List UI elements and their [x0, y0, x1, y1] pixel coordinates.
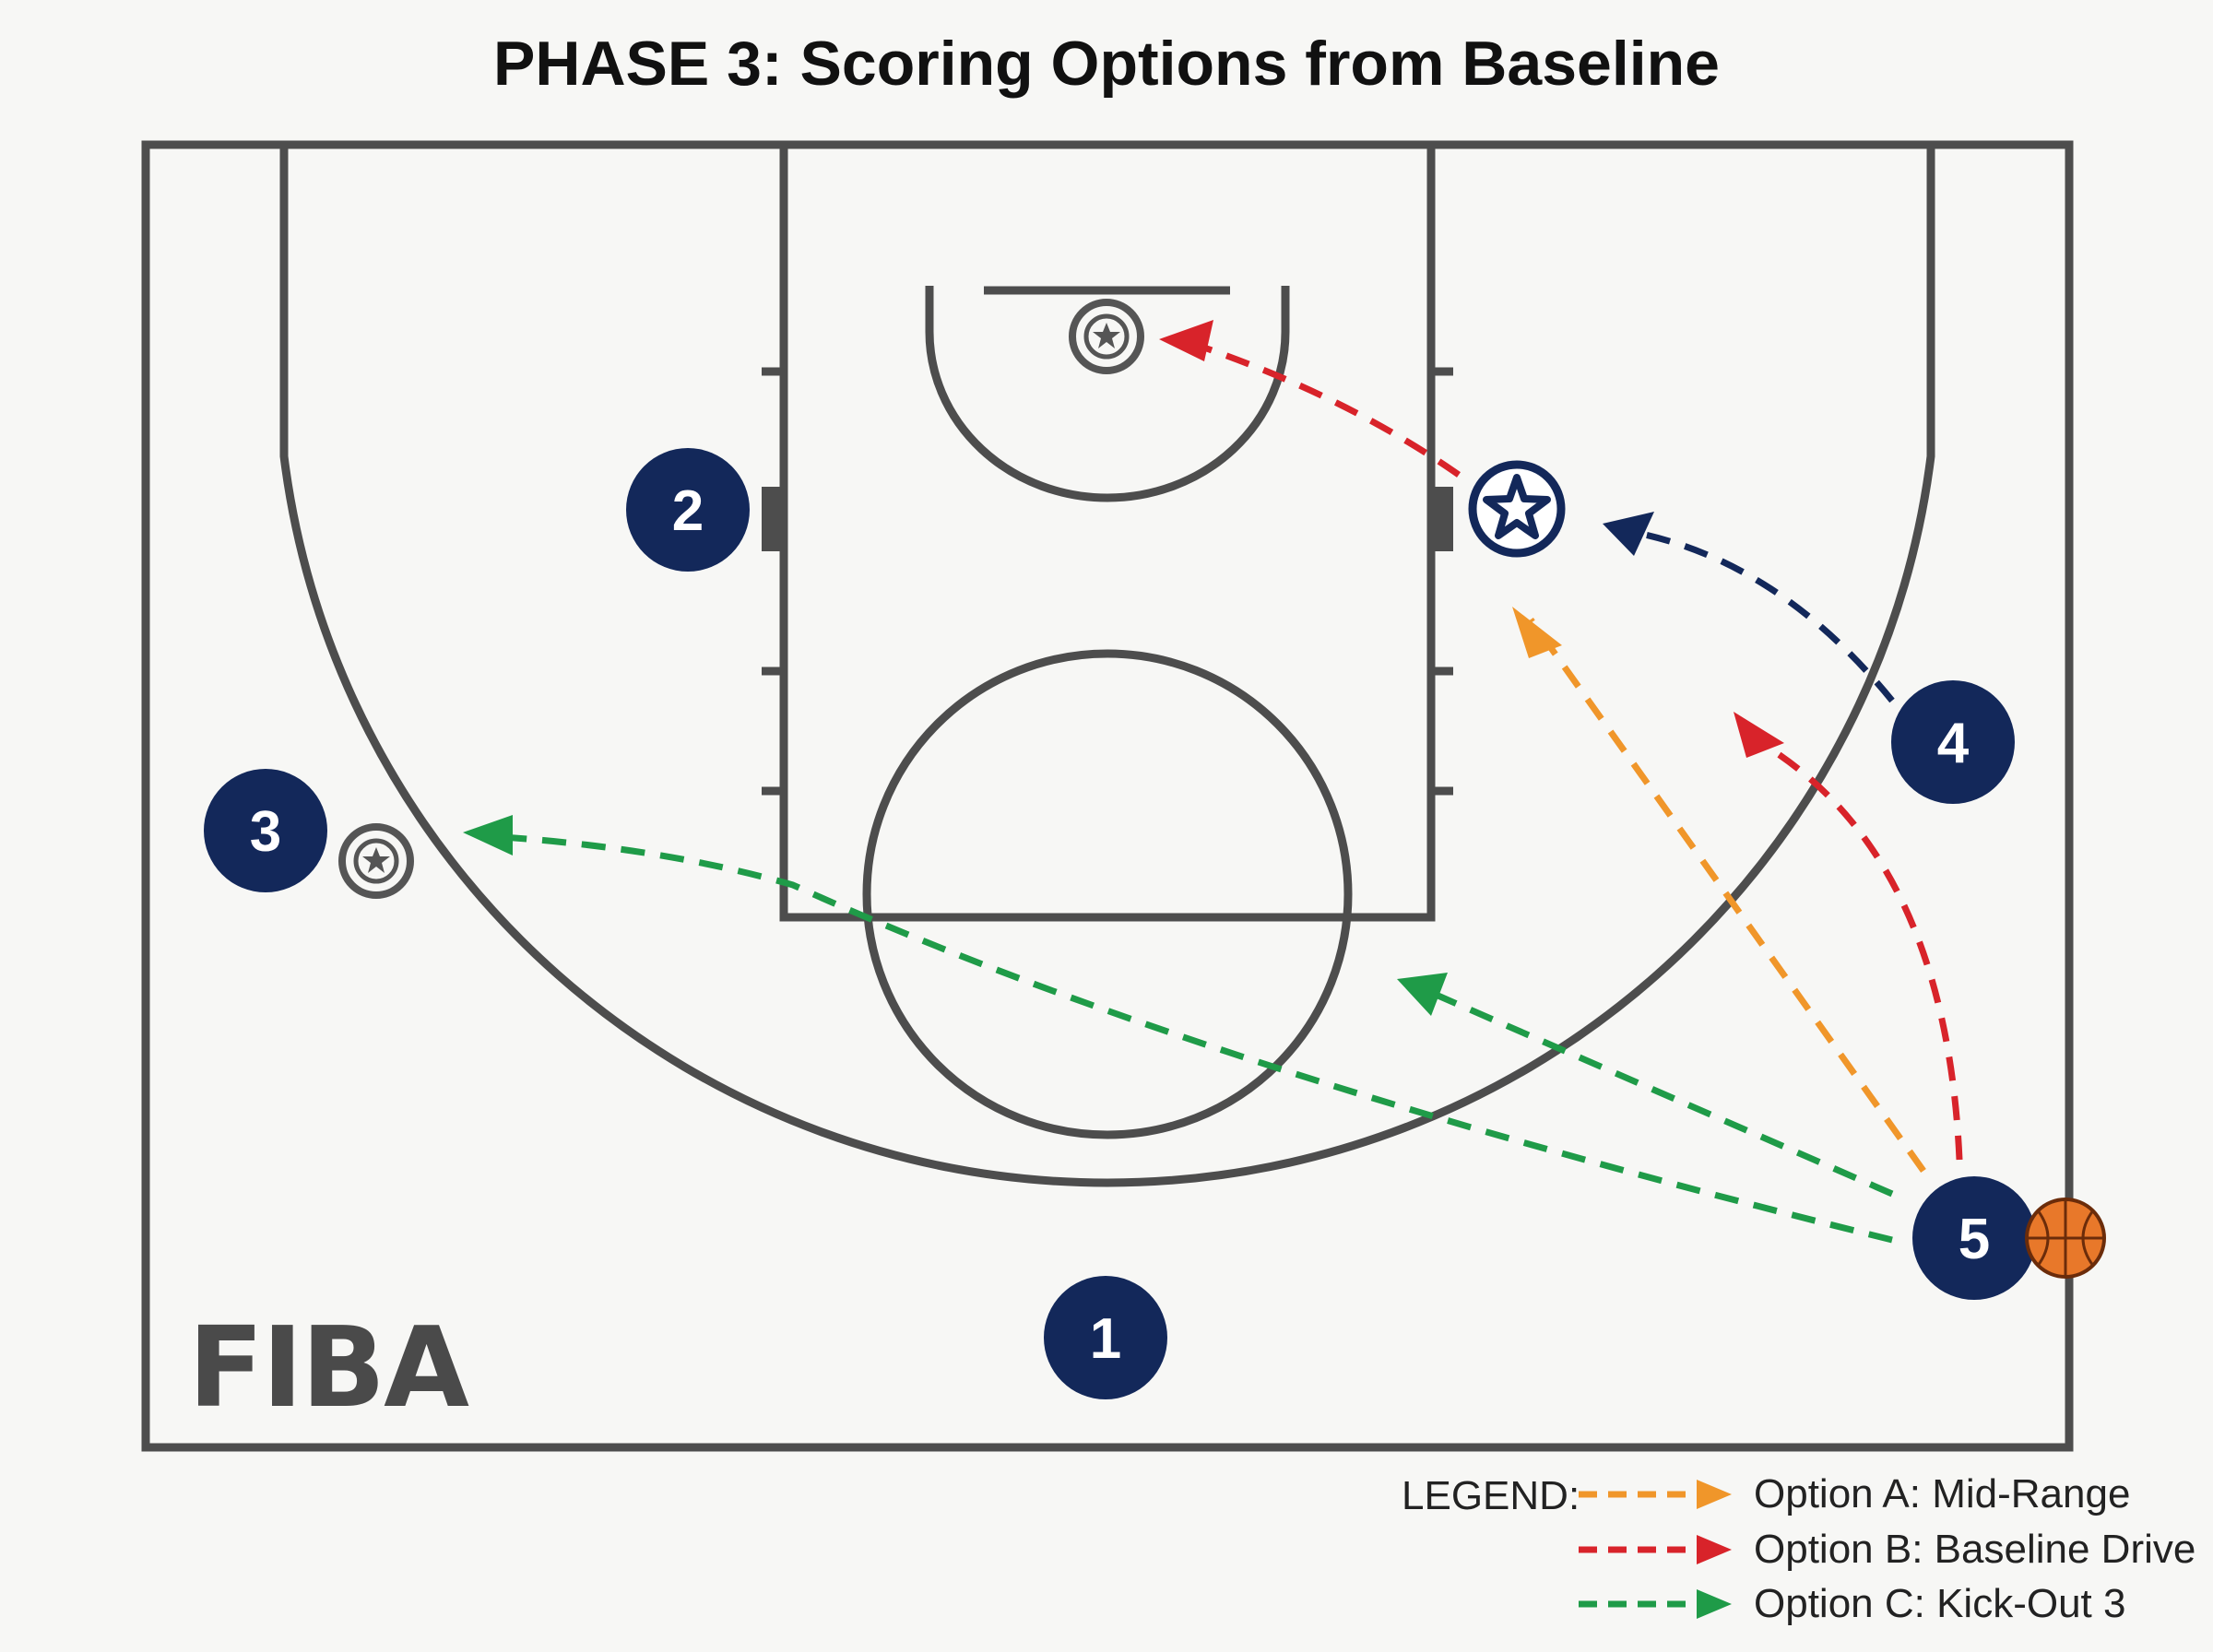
- arrow-icon: [1603, 512, 1654, 556]
- free-throw-circle: [862, 649, 1353, 1139]
- block-mark-right: [1431, 487, 1453, 551]
- three-point-line: [279, 145, 1935, 1187]
- arrow-icon: [1512, 607, 1562, 658]
- fiba-logo: FIBA: [188, 1304, 469, 1433]
- option-a-path: [1528, 617, 1926, 1174]
- player-4-cut-path: [1636, 529, 1895, 703]
- player-5-label: 5: [1959, 1208, 1990, 1271]
- star-target-icon: [338, 823, 414, 899]
- player-4-label: 4: [1937, 712, 1970, 775]
- option-c-path-3: [502, 833, 1893, 1244]
- arrow-icon: [463, 815, 513, 856]
- player-2[interactable]: 2: [626, 448, 750, 572]
- player-1-label: 1: [1090, 1307, 1121, 1371]
- player-2-label: 2: [672, 479, 704, 543]
- player-1[interactable]: 1: [1044, 1276, 1167, 1399]
- legend-title: LEGEND:: [1402, 1473, 1580, 1518]
- player-4[interactable]: 4: [1891, 680, 2015, 804]
- player-3[interactable]: 3: [204, 769, 327, 892]
- basketball-icon: [2025, 1198, 2106, 1279]
- arrow-icon: [1159, 320, 1213, 361]
- paint-lane: [779, 140, 1436, 922]
- arrow-icon: [1579, 1589, 1732, 1619]
- arrow-icon: [1734, 712, 1784, 758]
- arrowheads: [463, 320, 1784, 1016]
- legend-item-option-a: Option A: Mid-Range: [1577, 1468, 2130, 1521]
- legend-item-label: Option C: Kick-Out 3: [1754, 1581, 2126, 1626]
- arrow-icon: [1397, 973, 1448, 1016]
- star-target-icon: [1468, 460, 1566, 558]
- star-target-icon: [1069, 299, 1144, 374]
- option-b-finish-path: [1197, 342, 1462, 478]
- player-3-label: 3: [250, 800, 281, 864]
- block-mark-left: [762, 487, 784, 551]
- legend-item-label: Option A: Mid-Range: [1754, 1471, 2131, 1516]
- option-c-path-wing: [1432, 990, 1894, 1198]
- arrow-icon: [1579, 1480, 1732, 1509]
- player-5[interactable]: 5: [1912, 1176, 2036, 1300]
- option-b-path: [1750, 734, 1963, 1161]
- arrow-icon: [1579, 1535, 1732, 1564]
- play-paths: [502, 342, 1963, 1244]
- legend-item-label: Option B: Baseline Drive: [1754, 1527, 2196, 1572]
- page-title: PHASE 3: Scoring Options from Baseline: [492, 29, 1721, 99]
- legend-item-option-c: Option C: Kick-Out 3: [1577, 1577, 2125, 1631]
- restricted-area: [925, 286, 1290, 502]
- legend-item-option-b: Option B: Baseline Drive: [1577, 1523, 2195, 1576]
